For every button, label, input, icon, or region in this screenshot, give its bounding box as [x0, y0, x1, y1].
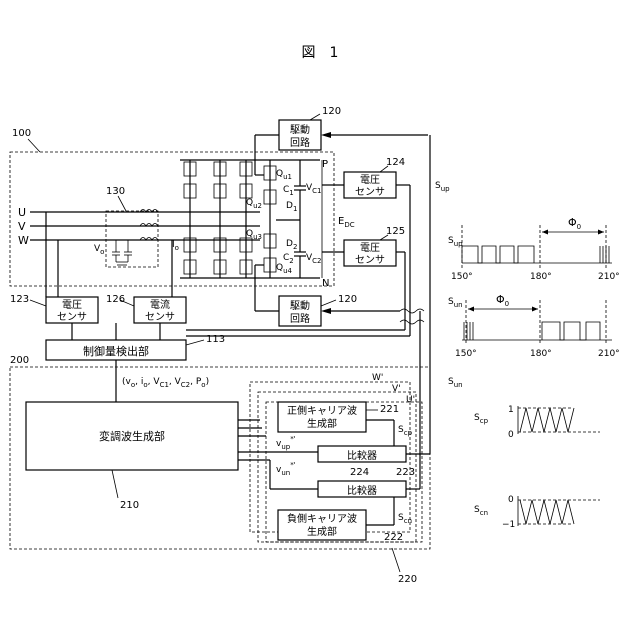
qu1-label: Qu1: [276, 169, 292, 181]
vun-label: vun*': [276, 461, 296, 477]
phi-top-label: Φ0: [568, 216, 581, 231]
vsensor-bottom-line1: 電圧: [360, 242, 380, 254]
pos-carrier-line2: 生成部: [307, 417, 337, 430]
node-n-label: N: [322, 278, 329, 289]
c2-label: C2: [283, 253, 294, 265]
vsensor-left-line2: センサ: [57, 311, 87, 323]
d2-label: D2: [286, 239, 297, 251]
sup-wire-label: Sup: [435, 181, 450, 193]
ref-124: 124: [386, 157, 405, 168]
qu3-label: Qu3: [246, 229, 262, 241]
drive-bottom-line2: 回路: [290, 312, 310, 325]
vup-label: vup*': [276, 435, 296, 451]
ref-113: 113: [206, 334, 225, 345]
ref-120-top: 120: [322, 106, 341, 117]
vsensor-bottom-line2: センサ: [355, 254, 385, 266]
scp-low: 0: [508, 430, 514, 440]
control-detect-label: 制御量検出部: [83, 344, 149, 358]
vc1-label: VC1: [306, 183, 322, 195]
drive-top-line2: 回路: [290, 136, 310, 149]
tick-210-bottom: 210°: [598, 349, 620, 359]
arrowhead-icon: [321, 308, 331, 314]
u-prime-label: U': [406, 395, 415, 405]
d1-label: D1: [286, 201, 297, 213]
tick-150-bottom: 150°: [455, 349, 477, 359]
measured-vars: (vo, io, VC1, VC2, Po): [122, 377, 209, 389]
comparator-top-label: 比較器: [347, 449, 377, 462]
neg-carrier-line1: 負側キャリア波: [287, 512, 357, 525]
tick-180-top: 180°: [530, 272, 552, 282]
drive-top-line1: 駆動: [290, 123, 310, 136]
qu2-label: Qu2: [246, 198, 262, 210]
phi-bottom-label: Φ0: [496, 293, 509, 308]
scp-high: 1: [508, 405, 514, 415]
ref-221: 221: [380, 404, 399, 415]
ref-200: 200: [10, 355, 29, 366]
ref-224: 224: [350, 467, 369, 478]
scn-wave-label: Scn: [474, 505, 488, 517]
tick-180-bottom: 180°: [530, 349, 552, 359]
scn-high: 0: [508, 495, 514, 505]
ref-220: 220: [398, 574, 417, 585]
isensor-line1: 電流: [150, 298, 170, 311]
w-prime-label: W': [372, 373, 383, 383]
ref-130: 130: [106, 186, 125, 197]
vsensor-left-line1: 電圧: [62, 299, 82, 311]
ref-123: 123: [10, 294, 29, 305]
filter-region: [106, 211, 158, 267]
sup-wave-label: Sup: [448, 236, 463, 248]
modulation-gen-label: 変調波生成部: [99, 429, 165, 443]
ref-100: 100: [12, 128, 31, 139]
arrowhead-icon: [321, 132, 331, 138]
vsensor-top-line2: センサ: [355, 186, 385, 198]
scp-line-label: Scp: [398, 425, 413, 437]
scn-low: −1: [502, 520, 515, 530]
sun-wave-label: Sun: [448, 297, 463, 309]
scp-wave-label: Scp: [474, 413, 489, 425]
figure-title: 図 1: [302, 45, 339, 61]
carrier-scp: Scp 1 0: [474, 405, 600, 440]
vo-label: Vo: [94, 244, 104, 256]
ref-210: 210: [120, 500, 139, 511]
waveform-sun: Sun Φ0 150° 180° 210°: [448, 293, 620, 359]
drive-bottom-line1: 駆動: [290, 299, 310, 312]
io-label: Io: [172, 240, 179, 252]
ref-120-bottom: 120: [338, 294, 357, 305]
node-p-label: P: [322, 159, 328, 170]
tick-150-top: 150°: [451, 272, 473, 282]
ref-125: 125: [386, 226, 405, 237]
comparator-bottom-label: 比較器: [347, 484, 377, 497]
ref-126: 126: [106, 294, 125, 305]
pos-carrier-line1: 正側キャリア波: [287, 404, 357, 417]
vc2-label: VC2: [306, 253, 322, 265]
edc-label: EDC: [338, 216, 355, 229]
isensor-line2: センサ: [145, 311, 175, 323]
neg-carrier-line2: 生成部: [307, 525, 337, 538]
tick-210-top: 210°: [598, 272, 620, 282]
ref-222: 222: [384, 532, 403, 543]
phase-u-label: U: [18, 206, 26, 219]
phase-v-label: V: [18, 220, 26, 233]
waveform-sup: Sup Φ0 150° 180° 210°: [448, 216, 620, 282]
c1-label: C1: [283, 185, 294, 197]
bridge-legs: [180, 160, 260, 278]
phase-w-label: W: [18, 234, 29, 247]
vsensor-top-line1: 電圧: [360, 174, 380, 186]
ref-223: 223: [396, 467, 415, 478]
v-prime-label: V': [392, 384, 401, 394]
carrier-scn: Scn 0 −1: [474, 495, 600, 530]
sun-wire-label: Sun: [448, 377, 463, 389]
